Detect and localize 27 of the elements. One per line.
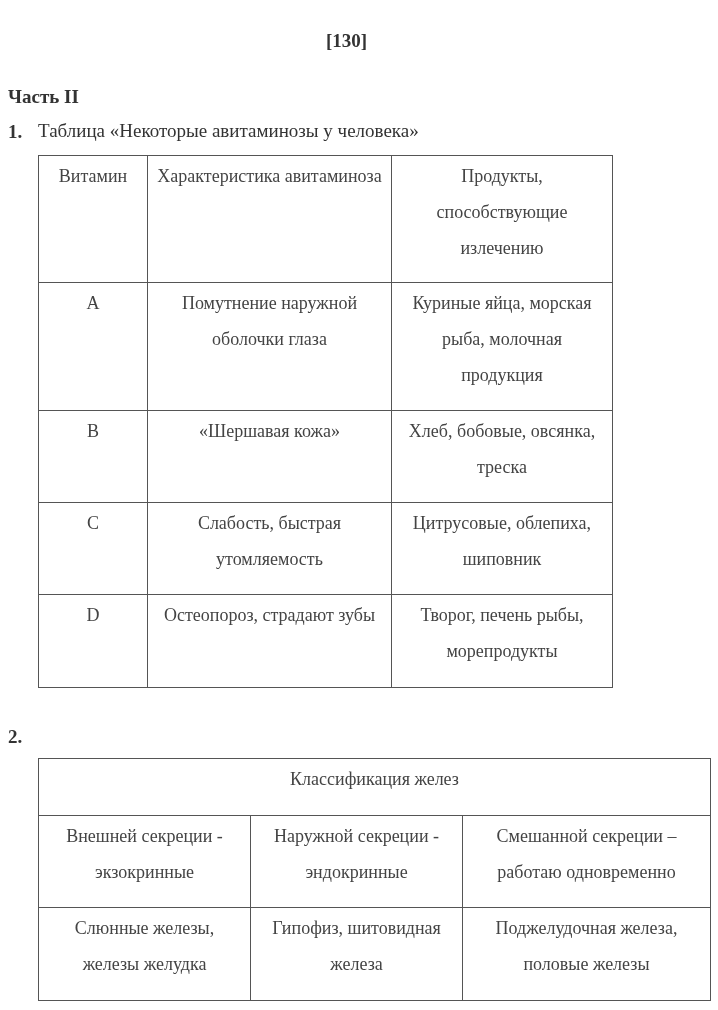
table-cell: Гипофиз, шитовидная железа [250, 907, 463, 1001]
table-cell: Поджелудочная железа, половые железы [462, 907, 711, 1001]
table-cell: A [38, 282, 148, 411]
table-cell: Смешанной секреции – работаю одновременно [462, 815, 711, 908]
question-number: 2. [8, 726, 23, 748]
table-header-cell: Классификация желез [38, 758, 711, 816]
table-cell: D [38, 594, 148, 688]
table-cell: Остеопороз, страдают зубы [147, 594, 392, 688]
section-heading: Часть II [8, 86, 79, 108]
table-cell: Творог, печень рыбы, морепродукты [391, 594, 613, 688]
table-cell: Слабость, быстрая утомляемость [147, 502, 392, 595]
table-cell: B [38, 410, 148, 503]
table-title: Таблица «Некоторые авитаминозы у человека» [38, 120, 419, 142]
question-number: 1. [8, 121, 23, 143]
table-cell: Наружной секреции - эндокринные [250, 815, 463, 908]
table-cell: «Шершавая кожа» [147, 410, 392, 503]
table-cell: Помутнение наружной оболочки глаза [147, 282, 392, 411]
page-number: [130] [326, 30, 368, 52]
table-cell: Слюнные железы, железы желудка [38, 907, 251, 1001]
table-cell: Витамин [38, 155, 148, 283]
table-cell: Внешней секреции - экзокринные [38, 815, 251, 908]
table-cell: Цитрусовые, облепиха, шиповник [391, 502, 613, 595]
table-cell: Характеристика авитаминоза [147, 155, 392, 283]
table-cell: Продукты, способствующие излечению [391, 155, 613, 283]
table-cell: C [38, 502, 148, 595]
table-cell: Куриные яйца, морская рыба, молочная продукция [391, 282, 613, 411]
table-cell: Хлеб, бобовые, овсянка, треска [391, 410, 613, 503]
